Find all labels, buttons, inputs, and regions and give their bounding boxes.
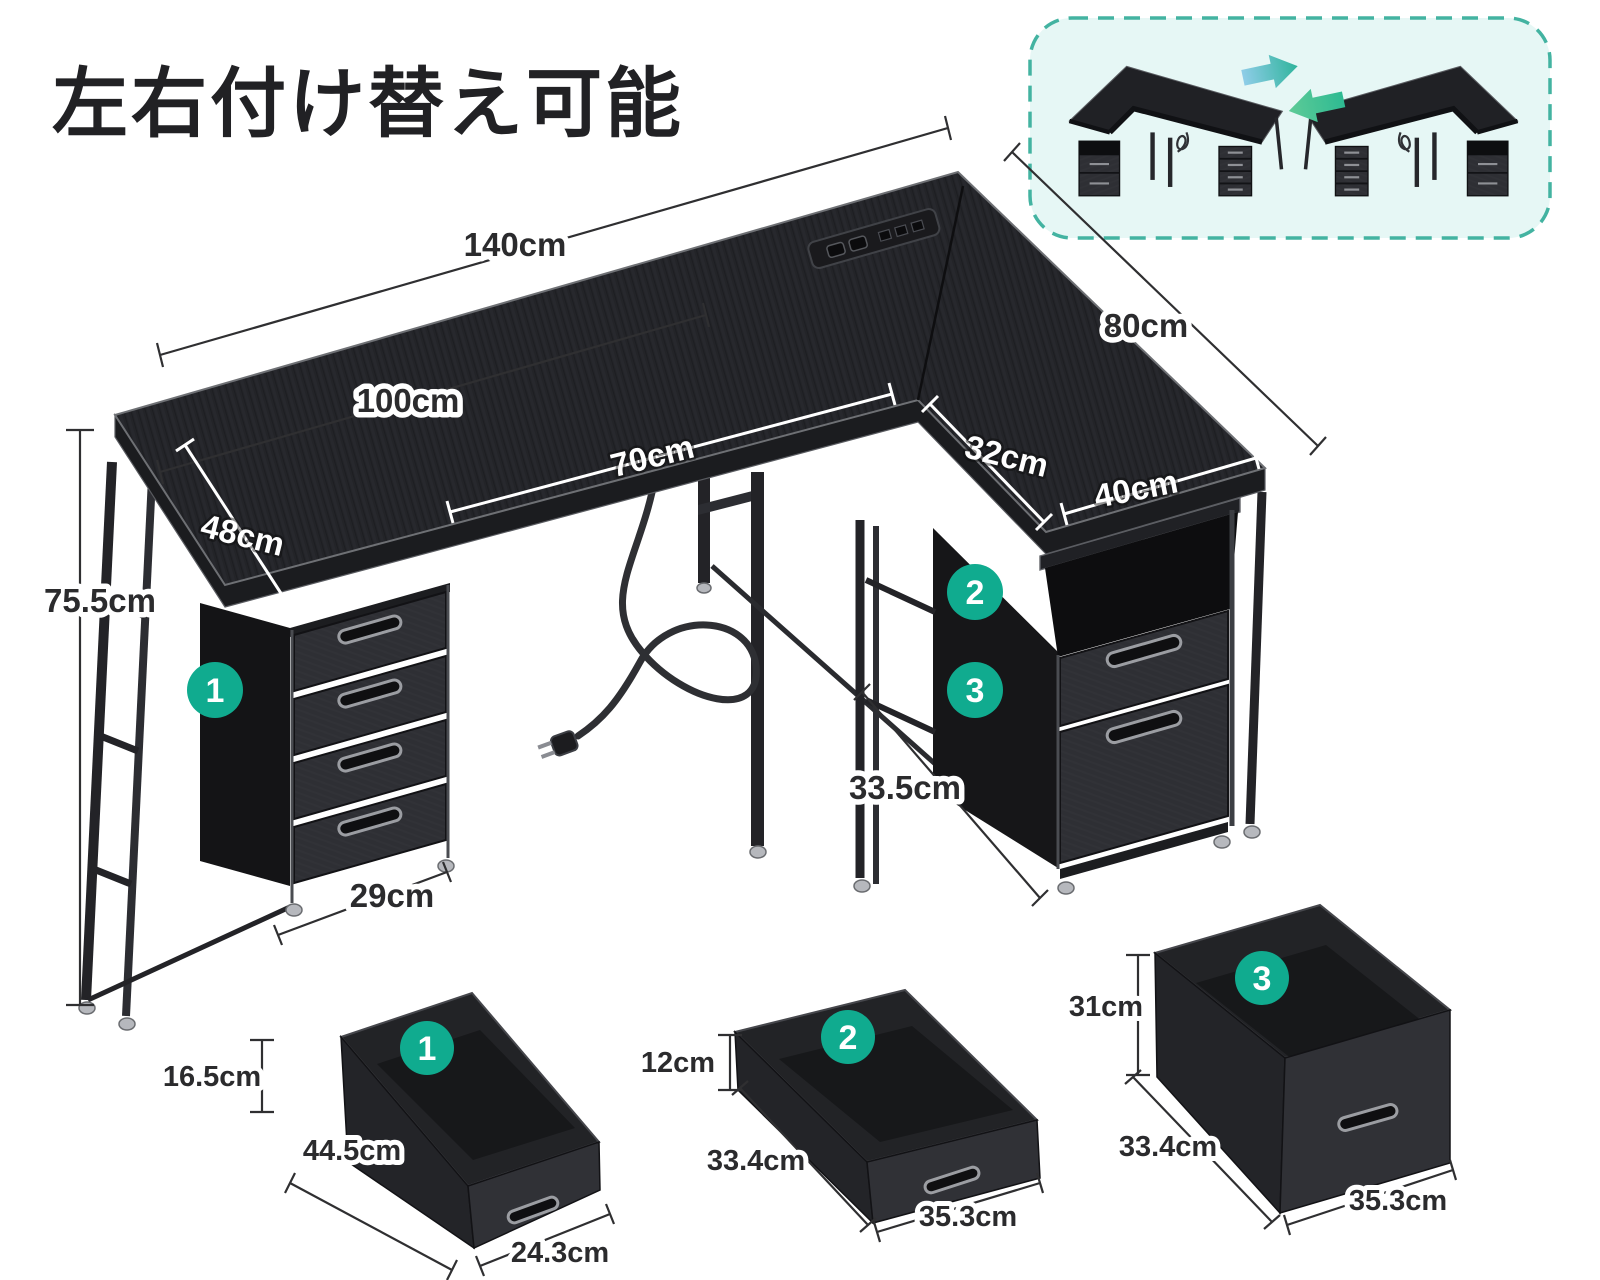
box3-marker-badge: 3	[1235, 951, 1289, 1005]
box1-depth-label: 44.5cm	[303, 1135, 401, 1167]
box2-width-label: 35.3cm	[919, 1201, 1017, 1233]
power-cable	[537, 474, 760, 759]
box3-width-label: 35.3cm	[1349, 1185, 1447, 1217]
svg-text:3: 3	[1253, 960, 1272, 998]
box1-width-label: 24.3cm	[511, 1237, 609, 1269]
marker-3-badge: 3	[947, 662, 1003, 718]
box2-marker-badge: 2	[821, 1010, 875, 1064]
box2-depth-label: 33.4cm	[707, 1145, 805, 1177]
svg-text:1: 1	[206, 672, 225, 710]
dim-main-width-label: 100cm	[357, 382, 460, 419]
left-side-frame	[78, 461, 294, 1031]
left-drawer-unit	[200, 583, 455, 917]
dim-wing-length-label: 80cm	[1104, 307, 1188, 344]
dimension-lines-dark	[66, 115, 1327, 1007]
box2-height-label: 12cm	[641, 1047, 715, 1079]
marker-1-badge: 1	[187, 662, 243, 718]
dim-drawer-unit-width-label: 29cm	[350, 877, 434, 914]
dimension-lines-white	[175, 382, 1261, 623]
svg-text:3: 3	[966, 672, 985, 710]
box1-marker-badge: 1	[400, 1021, 454, 1075]
dim-cabinet-depth-label: 33.5cm	[849, 769, 961, 806]
right-cabinet	[853, 491, 1267, 895]
drawer-box-1: 16.5cm 44.5cm 24.3cm 1	[158, 991, 616, 1280]
desk-top	[113, 170, 1267, 608]
svg-text:2: 2	[966, 574, 985, 612]
svg-text:2: 2	[839, 1019, 858, 1057]
page-title: 左右付け替え可能	[52, 62, 684, 147]
inset-swap-panel	[1028, 16, 1552, 240]
drawer-box-3: 31cm 33.4cm 35.3cm 3	[1064, 903, 1458, 1236]
power-plug-icon	[537, 730, 579, 759]
power-strip	[807, 208, 941, 270]
box3-depth-label: 33.4cm	[1119, 1131, 1217, 1163]
box1-height-label: 16.5cm	[163, 1061, 261, 1093]
swap-arrows-icon	[1241, 54, 1346, 123]
main-desk-illustration: 140cm 100cm 80cm 75.5cm 29cm 33.5cm 48cm…	[39, 115, 1327, 1031]
dim-total-width-label: 140cm	[464, 226, 567, 263]
box3-height-label: 31cm	[1069, 991, 1143, 1023]
drawer-box-2: 12cm 33.4cm 35.3cm 2	[636, 988, 1045, 1243]
svg-text:1: 1	[418, 1030, 437, 1068]
dim-height-label: 75.5cm	[44, 582, 156, 619]
marker-2-badge: 2	[947, 564, 1003, 620]
